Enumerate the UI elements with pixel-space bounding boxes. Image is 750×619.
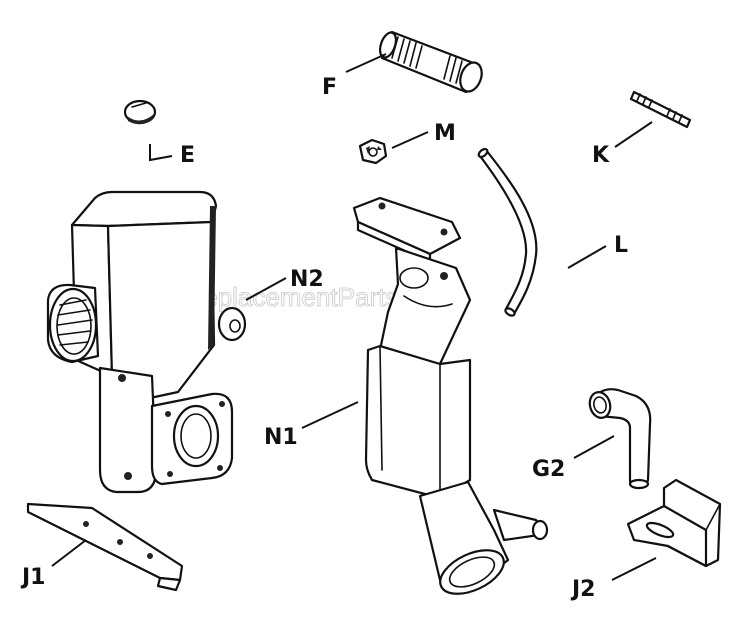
bracket-icon [26,502,184,592]
cap-icon [123,99,157,125]
manifold-icon [352,196,549,595]
elbow-icon [588,388,652,490]
label-M: M [434,121,456,146]
label-J2: J2 [570,577,596,602]
leader-G2 [573,435,615,459]
label-N2: N2 [290,267,324,292]
leader-E [149,144,173,162]
pipe-nipple-icon [378,30,483,94]
leader-J2 [611,557,657,581]
leader-F [345,53,387,73]
muffler-icon [46,190,247,494]
leader-M [391,131,429,149]
stud-icon [629,90,692,129]
tube-icon [477,147,538,317]
angle-bracket-icon [626,478,722,568]
label-K: K [592,143,610,168]
label-L: L [614,233,628,258]
label-E: E [180,143,195,168]
label-F: F [322,75,337,100]
leader-L [567,245,607,269]
label-N1: N1 [264,425,298,450]
leader-J1 [51,539,87,567]
leader-N2 [245,277,287,301]
leader-K [614,121,653,148]
label-J1: J1 [20,565,46,590]
label-G2: G2 [532,457,565,482]
leader-N1 [301,401,359,429]
nut-icon [358,138,388,165]
